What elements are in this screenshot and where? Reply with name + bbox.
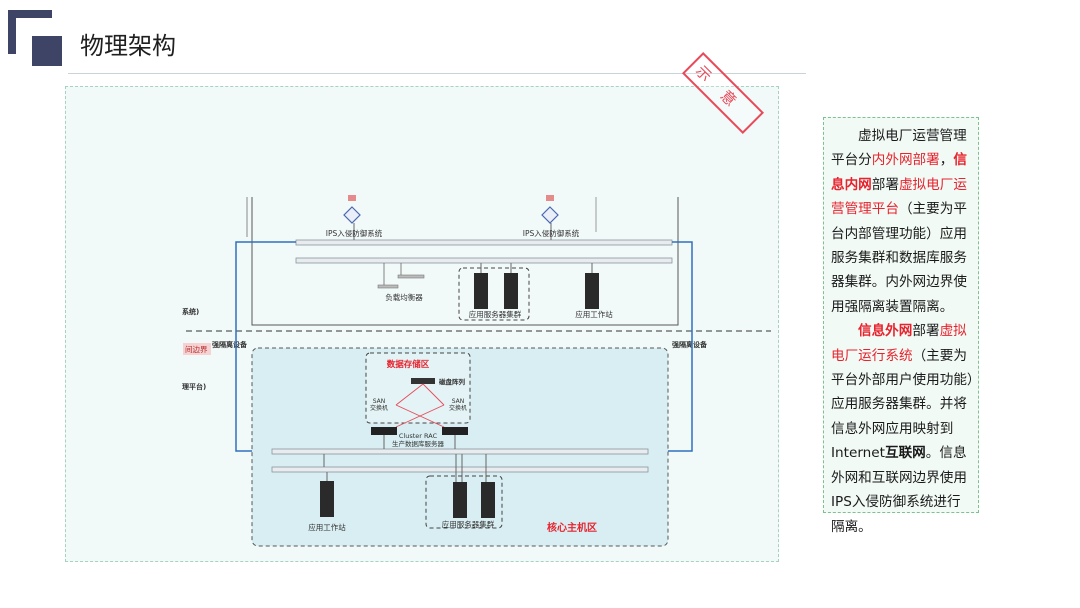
top-bus-2 — [295, 257, 673, 264]
left-cut-badge — [183, 343, 211, 355]
core-app-cluster-label: 应用服务器集群 — [442, 519, 495, 529]
san-left-label-2: 交换机 — [370, 404, 388, 412]
architecture-diagram: IPS入侵防御系统 IPS入侵防御系统 负载均衡器 应用服务器集群 应用工作站 … — [65, 86, 779, 562]
seg: ， — [939, 152, 954, 169]
core-bus-2 — [271, 466, 649, 473]
seg: 。信息外网和互联网边界使用IPS入侵防御系统进行隔离。 — [831, 445, 967, 535]
top-app-cluster-label: 应用服务器集群 — [469, 309, 522, 319]
db-server-icon — [371, 427, 397, 435]
san-right-label-1: SAN — [452, 398, 465, 405]
left-cut-label-3: 理平台) — [182, 382, 206, 391]
description-paragraph-1: 虚拟电厂运营管理平台分内外网部署，信息内网部署虚拟电厂运营管理平台（主要为平台内… — [831, 124, 974, 319]
core-bus-1 — [271, 448, 649, 455]
seg: 虚拟电厂运营管理平台 — [831, 176, 967, 218]
db-servers-label: 生产数据库服务器 — [392, 439, 445, 448]
description-panel: 虚拟电厂运营管理平台分内外网部署，信息内网部署虚拟电厂运营管理平台（主要为平台内… — [823, 117, 979, 535]
load-balancer-icon — [377, 284, 399, 289]
ips-right-icon — [541, 195, 559, 224]
core-workstation-label: 应用工作站 — [308, 522, 346, 532]
title-divider — [68, 73, 806, 74]
core-zone-frame — [251, 347, 669, 547]
isolation-right-label: 强隔离设备 — [672, 340, 708, 349]
seg: 信息内网 — [831, 152, 967, 193]
storage-zone-title: 数据存储区 — [387, 359, 430, 370]
top-workstation-label: 应用工作站 — [575, 309, 613, 319]
cluster-rac-label: Cluster RAC — [399, 432, 438, 440]
workstation-icon — [585, 273, 599, 309]
disk-array-icon — [411, 378, 435, 384]
san-left-label-1: SAN — [373, 398, 386, 405]
db-server-icon — [442, 427, 468, 435]
isolation-link-right — [648, 241, 693, 452]
ips-left-icon — [343, 195, 361, 224]
core-app-cluster-frame — [425, 475, 503, 529]
server-icon — [504, 273, 518, 309]
seg: 互联网 — [884, 445, 926, 462]
diagram-canvas: IPS入侵防御系统 IPS入侵防御系统 负载均衡器 应用服务器集群 应用工作站 … — [182, 195, 771, 547]
seg: 部署 — [871, 176, 899, 193]
left-cut-label-1: 系统) — [182, 307, 199, 316]
seg: 虚拟电厂运营管理平台分 — [831, 128, 967, 169]
server-icon — [474, 273, 488, 309]
san-right-label-2: 交换机 — [449, 404, 467, 412]
server-icon — [481, 482, 495, 518]
top-bus-1 — [295, 239, 673, 246]
top-zone-frame — [251, 197, 679, 326]
corner-frame-icon — [8, 10, 52, 54]
server-icon — [453, 482, 467, 518]
corner-square-icon — [32, 36, 62, 66]
seg: 虚拟电厂运行系统 — [831, 323, 967, 364]
core-zone-name: 核心主机区 — [547, 521, 597, 534]
top-app-cluster-frame — [458, 267, 530, 321]
isolation-left-label: 强隔离设备 — [212, 340, 248, 349]
slide-title: 物理架构 — [80, 32, 176, 60]
disk-array-label: 磁盘阵列 — [439, 377, 466, 386]
seg: （主要为平台外部用户使用功能）应用服务器集群。并将信息外网应用映射到Intern… — [831, 347, 974, 462]
seg: 部署 — [912, 323, 940, 340]
seg: （主要为平台内部管理功能）应用服务集群和数据库服务器集群。内外网边界使用强隔离装… — [831, 201, 967, 315]
load-balancer-label: 负载均衡器 — [385, 292, 423, 302]
description-paragraph-2: 信息外网部署虚拟电厂运行系统（主要为平台外部用户使用功能）应用服务器集群。并将信… — [831, 319, 974, 539]
core-workstation-icon — [320, 481, 334, 517]
seg: 内外网部署 — [871, 152, 940, 169]
seg: 信息外网 — [858, 323, 913, 340]
left-cut-label-2: 间边界 — [185, 345, 208, 354]
